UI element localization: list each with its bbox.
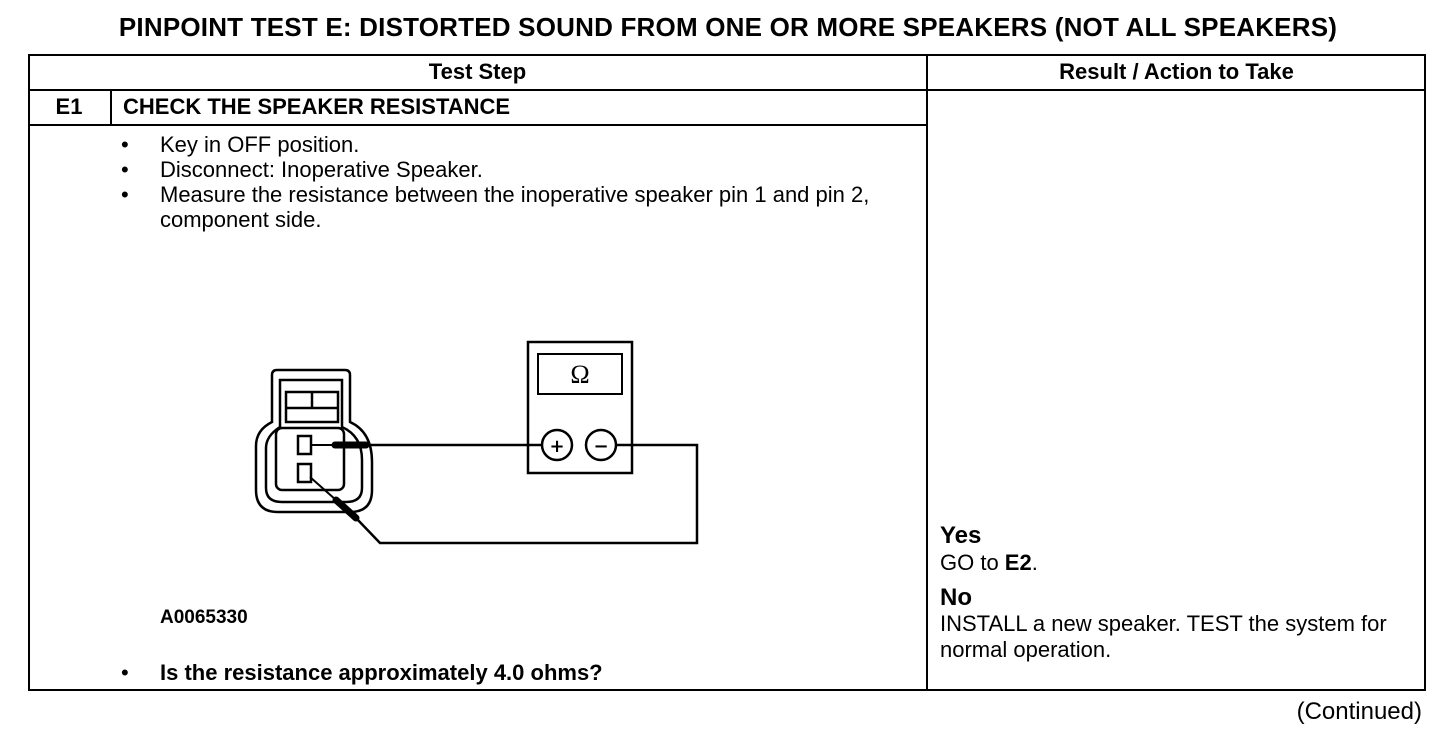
step-question: • Is the resistance approximately 4.0 ohm…	[117, 660, 603, 686]
continued-note: (Continued)	[1296, 698, 1422, 725]
plus-sign: +	[549, 436, 564, 457]
result-no-label: No	[940, 584, 972, 611]
header-result-action: Result / Action to Take	[1059, 59, 1294, 84]
instruction-text: Key in OFF position.	[160, 132, 360, 157]
instruction-text: Disconnect: Inoperative Speaker.	[160, 157, 483, 182]
bullet-icon: •	[121, 182, 129, 207]
bullet-icon: •	[121, 132, 129, 157]
header-divider	[28, 89, 1426, 91]
step-id: E1	[55, 94, 83, 119]
probe-leads	[309, 441, 699, 545]
minus-sign: −	[593, 436, 608, 457]
result-yes-action: GO to E2.	[940, 550, 1410, 576]
step-heading-divider	[28, 124, 927, 126]
ohmmeter-icon: Ω + −	[526, 340, 634, 475]
list-item: • Measure the resistance between the inop…	[117, 182, 907, 232]
list-item: • Disconnect: Inoperative Speaker.	[117, 157, 907, 182]
step-heading: CHECK THE SPEAKER RESISTANCE	[123, 94, 511, 119]
question-text: Is the resistance approximately 4.0 ohms…	[160, 660, 603, 685]
speaker-connector-icon	[254, 368, 374, 514]
yes-action-suffix: .	[1031, 550, 1038, 575]
step-instructions: • Key in OFF position. • Disconnect: Inope…	[117, 132, 907, 232]
bullet-icon: •	[121, 660, 129, 685]
result-yes-label: Yes	[940, 522, 982, 549]
speaker-resistance-diagram: Ω + −	[254, 340, 699, 545]
minus-terminal	[584, 428, 618, 462]
step-id-divider	[110, 89, 112, 126]
test-table	[28, 54, 1426, 691]
result-no-action: INSTALL a new speaker. TEST the system f…	[940, 611, 1387, 662]
bullet-icon: •	[121, 157, 129, 182]
plus-terminal	[540, 428, 574, 462]
page-title: PINPOINT TEST E: DISTORTED SOUND FROM ON…	[118, 12, 1338, 42]
goto-step-link[interactable]: E2	[1004, 550, 1032, 575]
ohm-symbol: Ω	[570, 360, 589, 389]
yes-action-text: GO to	[940, 550, 1005, 575]
column-divider	[926, 54, 928, 691]
instruction-text: Measure the resistance between the inope…	[160, 182, 870, 232]
list-item: • Key in OFF position.	[117, 132, 907, 157]
header-test-step: Test Step	[428, 59, 527, 84]
figure-id: A0065330	[160, 607, 248, 628]
